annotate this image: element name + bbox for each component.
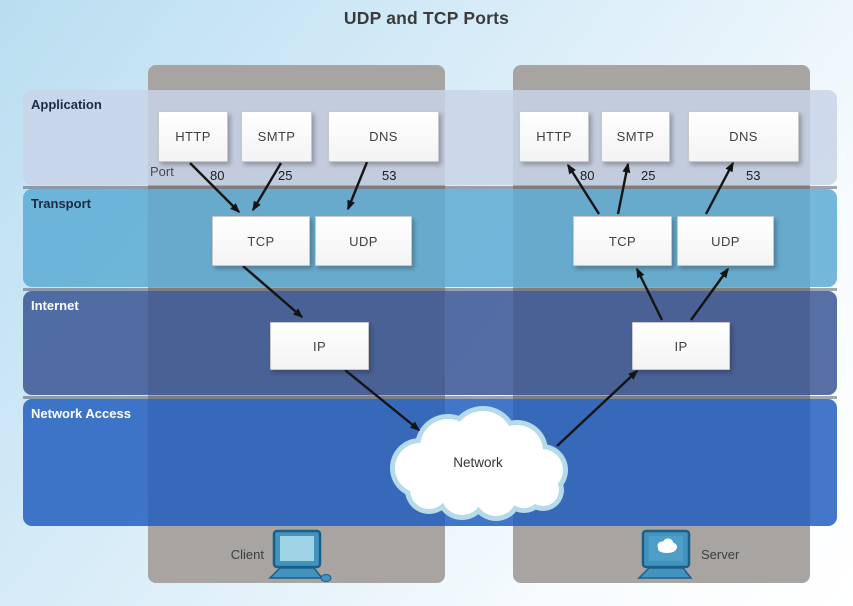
server-smtp-port: 25 xyxy=(641,168,656,183)
diagram-title: UDP and TCP Ports xyxy=(343,8,510,28)
server-http-box: HTTP xyxy=(519,111,589,162)
server-http-port: 80 xyxy=(580,168,595,183)
band-internet-label: Internet xyxy=(31,298,79,313)
server-dns-port: 53 xyxy=(746,168,761,183)
separator-transport-internet xyxy=(23,287,837,291)
band-network-access-label: Network Access xyxy=(31,406,131,421)
client-http-box: HTTP xyxy=(158,111,228,162)
server-dns-box: DNS xyxy=(688,111,799,162)
client-udp-box: UDP xyxy=(315,216,412,266)
band-network-access: Network Access xyxy=(23,399,837,526)
client-label: Client xyxy=(230,547,264,562)
client-dns-port: 53 xyxy=(382,168,397,183)
separator-application-transport xyxy=(23,185,837,189)
client-dns-box: DNS xyxy=(328,111,439,162)
server-smtp-box: SMTP xyxy=(601,111,670,162)
client-smtp-box: SMTP xyxy=(241,111,312,162)
client-smtp-port: 25 xyxy=(278,168,293,183)
band-transport-label: Transport xyxy=(31,196,91,211)
server-ip-box: IP xyxy=(632,322,730,370)
band-application-label: Application xyxy=(31,97,102,112)
port-caption: Port xyxy=(150,164,174,179)
server-udp-box: UDP xyxy=(677,216,774,266)
client-ip-box: IP xyxy=(270,322,369,370)
server-tcp-box: TCP xyxy=(573,216,672,266)
separator-internet-network xyxy=(23,395,837,399)
client-tcp-box: TCP xyxy=(212,216,310,266)
client-http-port: 80 xyxy=(210,168,225,183)
server-label: Server xyxy=(701,547,740,562)
